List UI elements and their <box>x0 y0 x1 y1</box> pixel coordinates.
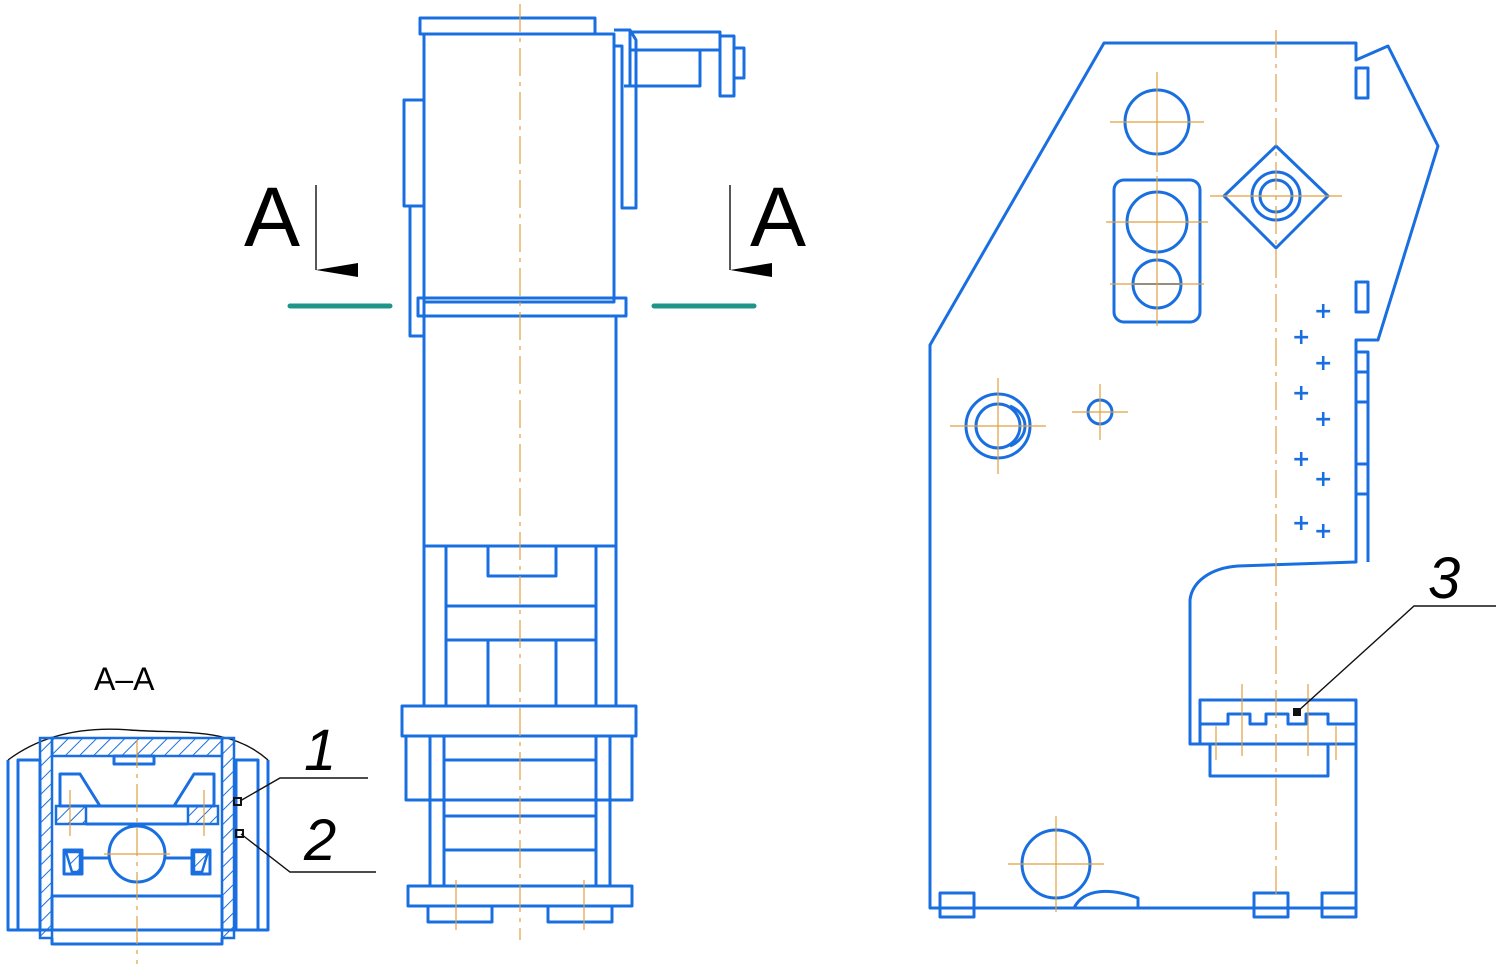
svg-text:+: + <box>1314 299 1332 324</box>
section-letter-left: A <box>244 170 300 264</box>
svg-text:+: + <box>1314 519 1332 544</box>
callout-3: 3 <box>1296 546 1496 713</box>
callout-3-label: 3 <box>1428 546 1460 611</box>
section-letter-right: A <box>750 170 806 264</box>
svg-text:+: + <box>1314 407 1332 432</box>
section-view-title: A–A <box>94 661 155 697</box>
svg-text:+: + <box>1314 351 1332 376</box>
section-marker-right: A <box>651 170 806 309</box>
section-view: A–A <box>6 661 270 964</box>
svg-text:+: + <box>1292 325 1310 350</box>
side-view: + + + + + + + + + <box>928 30 1440 919</box>
callout-2-label: 2 <box>303 808 336 873</box>
callout-1-label: 1 <box>304 718 336 783</box>
svg-text:+: + <box>1292 447 1310 472</box>
front-view <box>400 4 746 940</box>
callout-1: 1 <box>239 718 368 802</box>
svg-text:+: + <box>1292 511 1310 536</box>
svg-text:+: + <box>1292 381 1310 406</box>
callout-2: 2 <box>240 808 376 873</box>
section-marker-left: A <box>244 170 393 309</box>
svg-text:+: + <box>1314 467 1332 492</box>
